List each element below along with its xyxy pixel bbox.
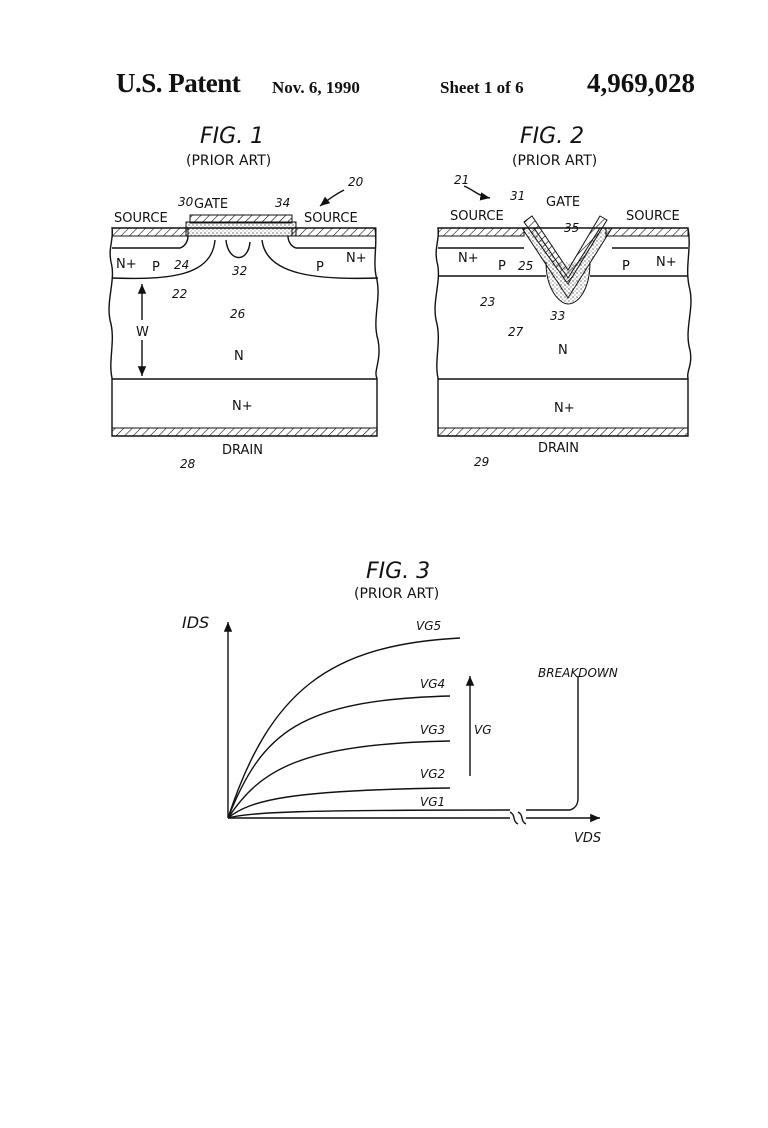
fig2-ref-23: 23 (480, 295, 495, 309)
fig1-p-right-label: P (316, 260, 324, 275)
fig1-source-metal-left (112, 228, 188, 236)
fig2-nplus-left-label: N+ (458, 251, 479, 266)
fig1-nplus-left (112, 236, 188, 248)
fig1-nplus-left-label: N+ (116, 257, 137, 272)
fig3-vg2-label: VG2 (420, 767, 445, 781)
fig2-source-left-label: SOURCE (450, 209, 504, 224)
fig1-ref-34: 34 (275, 196, 290, 210)
fig1-ref-30: 30 (178, 195, 194, 209)
fig2-p-left-label: P (498, 259, 506, 274)
fig2-p-right-label: P (622, 259, 630, 274)
fig3-vg-label: VG (474, 723, 492, 737)
fig1-nplus-right-label: N+ (346, 251, 367, 266)
fig1-drain-label: DRAIN (222, 443, 263, 458)
fig1-source-left-label: SOURCE (114, 211, 168, 226)
fig2-drain-metal (438, 428, 688, 436)
fig3-curve-vg3 (228, 741, 450, 818)
fig2-ref-21-leader (464, 186, 490, 198)
fig2-depletion-bulge (546, 262, 590, 304)
fig3-breakdown-label: BREAKDOWN (538, 666, 618, 680)
fig2-ref-35: 35 (564, 221, 579, 235)
fig1-p-left-label: P (152, 260, 160, 275)
fig3-vg3-label: VG3 (420, 723, 445, 737)
figure-1: FIG. 1 (PRIOR ART) GATE SOURCE SOURCE N+… (109, 124, 379, 471)
fig3-subtitle: (PRIOR ART) (354, 586, 439, 602)
fig1-source-right-label: SOURCE (304, 211, 358, 226)
fig2-ref-25: 25 (518, 259, 533, 273)
fig2-subtitle: (PRIOR ART) (512, 153, 597, 169)
fig1-source-metal-right (292, 228, 376, 236)
fig2-source-metal-right (606, 228, 688, 236)
fig1-nplus-sub-label: N+ (232, 399, 253, 414)
fig1-title: FIG. 1 (200, 124, 264, 149)
fig3-x-label: VDS (574, 831, 601, 846)
fig1-ref-26: 26 (230, 307, 246, 321)
fig2-drain-label: DRAIN (538, 441, 579, 456)
fig2-ref-21: 21 (454, 173, 469, 187)
fig3-title: FIG. 3 (366, 559, 430, 584)
fig2-ref-33: 33 (550, 309, 565, 323)
fig1-ref-28: 28 (180, 457, 196, 471)
fig2-nplus-sub-label: N+ (554, 401, 575, 416)
fig2-gate-label: GATE (546, 195, 580, 210)
fig1-drain-metal (112, 428, 377, 436)
fig3-vg1-label: VG1 (420, 795, 445, 809)
fig1-ref-20: 20 (348, 175, 364, 189)
fig3-curve-vg1 (228, 810, 510, 818)
fig1-gate-oxide (186, 222, 296, 236)
fig3-curve-vg4 (228, 696, 450, 818)
fig2-title: FIG. 2 (520, 124, 584, 149)
fig1-ref-22: 22 (172, 287, 187, 301)
fig3-axis-break (510, 812, 526, 824)
fig3-y-label: IDS (182, 613, 209, 632)
fig1-width-label: W (136, 325, 149, 340)
fig1-gate-label: GATE (194, 197, 228, 212)
fig1-channel-junction (226, 240, 250, 258)
fig1-ref-24: 24 (174, 258, 189, 272)
fig2-ref-27: 27 (508, 325, 524, 339)
fig2-nplus-right-label: N+ (656, 255, 677, 270)
fig1-subtitle: (PRIOR ART) (186, 153, 271, 169)
fig2-source-metal-left (438, 228, 524, 236)
fig3-vg4-label: VG4 (420, 677, 445, 691)
fig1-ref-32: 32 (232, 264, 247, 278)
fig1-ref-20-leader (320, 190, 344, 206)
fig3-vg5-label: VG5 (416, 619, 441, 633)
fig3-breakdown-curve (526, 676, 578, 810)
fig2-ref-29: 29 (474, 455, 489, 469)
fig1-n-label: N (234, 349, 244, 364)
fig2-ref-31: 31 (510, 189, 525, 203)
figure-3: FIG. 3 (PRIOR ART) IDS VDS VG BREAKDOWN … (182, 559, 618, 846)
fig2-source-right-label: SOURCE (626, 209, 680, 224)
fig1-nplus-right (288, 236, 376, 248)
fig1-gate-electrode (190, 215, 292, 223)
figure-2: FIG. 2 (PRIOR ART) GATE SOURCE SOURCE N+… (435, 124, 691, 469)
fig2-n-label: N (558, 343, 568, 358)
